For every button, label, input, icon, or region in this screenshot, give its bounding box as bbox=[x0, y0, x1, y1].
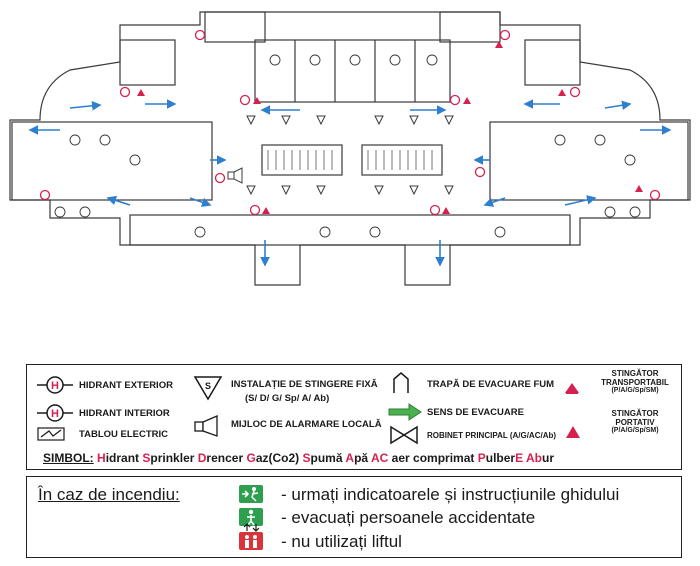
simbol-item-initial: E bbox=[515, 451, 524, 465]
hidrant-interior-label: HIDRANT INTERIOR bbox=[79, 408, 170, 419]
hydrant-interior-letter: H bbox=[51, 408, 59, 420]
simbol-item-initial: S bbox=[302, 451, 311, 465]
simbol-item-initial: D bbox=[197, 451, 207, 465]
portable-extinguisher-icon bbox=[566, 426, 580, 438]
mijloc-alarmare-label: MIJLOC DE ALARMARE LOCALĂ bbox=[231, 419, 382, 430]
simbol-items: Hidrant Sprinkler Drencer Gaz(Co2) Spumă… bbox=[97, 451, 554, 465]
sens-label: SENS DE EVACUARE bbox=[427, 407, 524, 418]
smoke-hatch-icon bbox=[393, 372, 409, 393]
left-wing bbox=[11, 121, 213, 201]
fire-line-3: - nu utilizați liftul bbox=[281, 532, 402, 551]
stingator-portativ-line1: STINGĂTOR bbox=[611, 409, 659, 418]
stingator-transportabil-line1: STINGĂTOR bbox=[611, 369, 659, 378]
bottom-room-block bbox=[129, 214, 571, 246]
alarm-icon bbox=[194, 415, 218, 437]
robinet-label: ROBINET PRINCIPAL (A/G/AC/Ab) bbox=[427, 431, 557, 440]
simbol-item-initial: A bbox=[345, 451, 355, 465]
svg-text:S: S bbox=[205, 381, 211, 391]
fixed-extinguishing-icon: S bbox=[193, 376, 223, 401]
simbol-item-rest: ulber bbox=[485, 451, 516, 465]
no-elevator-icon bbox=[239, 532, 263, 550]
simbol-item-rest: rencer bbox=[206, 451, 244, 465]
stair-core-l bbox=[119, 39, 176, 86]
central-stair-right bbox=[361, 144, 443, 176]
simbol-item-initial: P bbox=[477, 451, 486, 465]
simbol-item: Pulber bbox=[474, 451, 515, 465]
simbol-item: Apă bbox=[343, 451, 369, 465]
simbol-item: Sprinkler bbox=[139, 451, 194, 465]
stair-core-tr bbox=[439, 11, 501, 43]
instalatie-sub-label: (S/ D/ G/ Sp/ A/ Ab) bbox=[245, 393, 330, 404]
fire-line-1: - urmați indicatoarele și instrucțiunile… bbox=[281, 485, 620, 504]
trapa-label: TRAPĂ DE EVACUARE FUM bbox=[427, 379, 555, 390]
simbol-item: Gaz(Co2) bbox=[243, 451, 299, 465]
simbol-item-initial: Ab bbox=[526, 451, 542, 465]
simbol-item-rest: prinkler bbox=[150, 451, 195, 465]
simbol-item-initial: S bbox=[142, 451, 151, 465]
simbol-item-initial: AC bbox=[371, 451, 389, 465]
central-stair-left bbox=[261, 144, 343, 176]
electric-panel-icon bbox=[37, 427, 65, 441]
stingator-transportabil-line2: TRANSPORTABIL bbox=[601, 378, 669, 387]
transportable-extinguisher-icon bbox=[565, 383, 579, 394]
right-wing bbox=[489, 121, 689, 201]
simbol-row: SIMBOL: Hidrant Sprinkler Drencer Gaz(Co… bbox=[43, 451, 554, 465]
simbol-item: Abur bbox=[523, 451, 554, 465]
stingator-transportabil-line3: (P/A/G/Sp/SM) bbox=[611, 387, 659, 394]
simbol-item: AC aer comprimat bbox=[368, 451, 474, 465]
building-outline bbox=[9, 11, 691, 286]
fire-instructions-panel: În caz de incendiu: - urmați indicatoare… bbox=[26, 476, 682, 558]
main-valve-icon bbox=[390, 425, 418, 445]
stingator-portativ-line3: (P/A/G/Sp/SM) bbox=[611, 427, 659, 434]
simbol-label: SIMBOL: bbox=[43, 451, 94, 465]
hydrant-exterior-icon: H bbox=[37, 376, 73, 394]
simbol-item: Drencer bbox=[194, 451, 243, 465]
emergency-exit-icon bbox=[239, 485, 263, 503]
stingator-transportabil-label: STINGĂTOR TRANSPORTABIL (P/A/G/Sp/SM) bbox=[587, 369, 683, 394]
evacuation-arrow-icon bbox=[388, 403, 422, 421]
simbol-item: Hidrant bbox=[97, 451, 139, 465]
simbol-item-rest: ur bbox=[542, 451, 554, 465]
floor-plan bbox=[9, 11, 691, 286]
simbol-item-rest: pă bbox=[354, 451, 369, 465]
simbol-item-rest: aer comprimat bbox=[388, 451, 475, 465]
simbol-item: E bbox=[515, 451, 523, 465]
simbol-item-rest: az(Co2) bbox=[255, 451, 300, 465]
tablou-electric-label: TABLOU ELECTRIC bbox=[79, 429, 169, 440]
stingator-portativ-line2: PORTATIV bbox=[615, 418, 655, 427]
stair-core-tl bbox=[204, 11, 266, 43]
simbol-item-initial: G bbox=[246, 451, 256, 465]
first-aid-icon bbox=[239, 508, 263, 526]
instalatie-label: INSTALAȚIE DE STINGERE FIXĂ bbox=[231, 379, 378, 390]
simbol-item: Spumă bbox=[299, 451, 343, 465]
stair-core-r bbox=[524, 39, 581, 86]
top-room-block bbox=[254, 39, 451, 103]
hydrant-exterior-letter: H bbox=[51, 380, 59, 392]
stingator-portativ-label: STINGĂTOR PORTATIV (P/A/G/Sp/SM) bbox=[587, 409, 683, 434]
simbol-item-initial: H bbox=[97, 451, 106, 465]
legend-panel: H HIDRANT EXTERIOR H HIDRANT INTERIOR TA… bbox=[26, 364, 682, 470]
elevator-arrows-icon bbox=[243, 523, 260, 532]
simbol-item-rest: idrant bbox=[105, 451, 140, 465]
simbol-item-rest: pumă bbox=[310, 451, 343, 465]
fire-line-2: - evacuați persoanele accidentate bbox=[281, 508, 536, 527]
fire-title: În caz de incendiu: bbox=[38, 485, 180, 504]
hidrant-exterior-label: HIDRANT EXTERIOR bbox=[79, 380, 173, 391]
hydrant-interior-icon: H bbox=[37, 404, 73, 422]
